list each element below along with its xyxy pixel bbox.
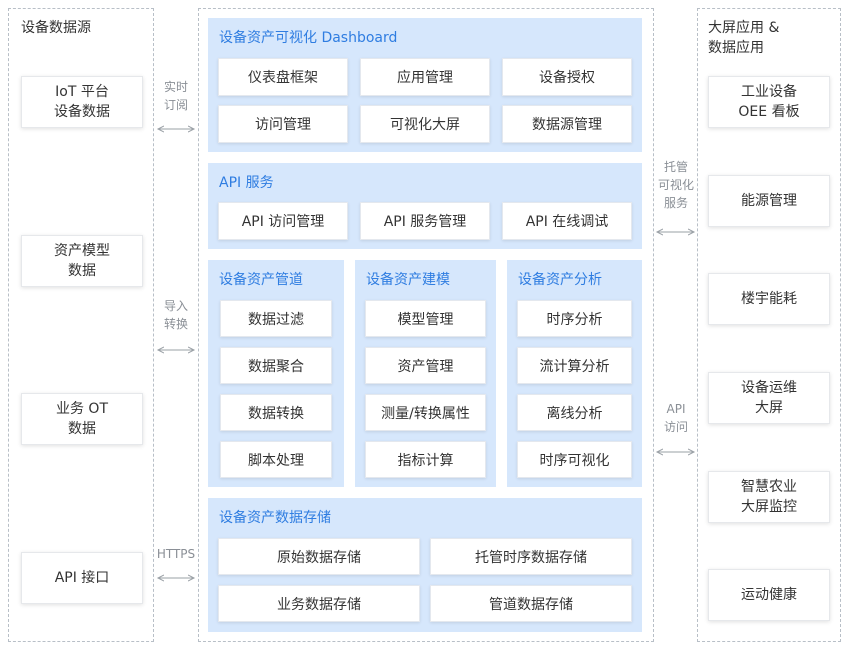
access-management-button[interactable]: 访问管理	[218, 105, 348, 143]
connector-label-subscribe: 实时 订阅	[163, 80, 188, 112]
raw-data-storage-button[interactable]: 原始数据存储	[218, 538, 420, 575]
data-filter-button[interactable]: 数据过滤	[220, 300, 332, 337]
dashboard-panel-title: 设备资产可视化 Dashboard	[219, 30, 398, 46]
model-management-button[interactable]: 模型管理	[365, 300, 486, 337]
dashboard-framework-button[interactable]: 仪表盘框架	[218, 58, 348, 96]
source-api-interface[interactable]: API 接口	[21, 552, 143, 604]
visual-screen-button[interactable]: 可视化大屏	[360, 105, 490, 143]
analysis-panel: 设备资产分析 时序分析 流计算分析 离线分析 时序可视化	[507, 260, 642, 487]
api-service-panel-title: API 服务	[219, 175, 274, 191]
api-service-panel: API 服务 API 访问管理 API 服务管理 API 在线调试	[208, 163, 642, 249]
source-iot-platform[interactable]: IoT 平台 设备数据	[21, 76, 143, 128]
connector-label-api-access: API 访问	[663, 402, 688, 434]
measure-transform-attr-button[interactable]: 测量/转换属性	[365, 394, 486, 431]
app-management-button[interactable]: 应用管理	[360, 58, 490, 96]
dashboard-panel: 设备资产可视化 Dashboard 仪表盘框架 应用管理 设备授权 访问管理 可…	[208, 18, 642, 152]
data-source-column	[8, 8, 154, 642]
app-sports-health[interactable]: 运动健康	[708, 569, 830, 621]
timeseries-visualization-button[interactable]: 时序可视化	[517, 441, 632, 478]
modeling-panel: 设备资产建模 模型管理 资产管理 测量/转换属性 指标计算	[355, 260, 496, 487]
analysis-panel-title: 设备资产分析	[518, 272, 602, 288]
pipeline-data-storage-button[interactable]: 管道数据存储	[430, 585, 632, 622]
source-business-ot[interactable]: 业务 OT 数据	[21, 393, 143, 445]
metric-calculation-button[interactable]: 指标计算	[365, 441, 486, 478]
connector-label-import: 导入 转换	[163, 299, 188, 331]
asset-management-button[interactable]: 资产管理	[365, 347, 486, 384]
storage-panel-title: 设备资产数据存储	[219, 510, 331, 526]
application-title: 大屏应用 & 数据应用	[708, 20, 780, 56]
datasource-management-button[interactable]: 数据源管理	[502, 105, 632, 143]
api-access-management-button[interactable]: API 访问管理	[218, 202, 348, 240]
app-smart-agriculture[interactable]: 智慧农业 大屏监控	[708, 471, 830, 523]
platform-column	[198, 8, 654, 642]
managed-timeseries-storage-button[interactable]: 托管时序数据存储	[430, 538, 632, 575]
device-authorization-button[interactable]: 设备授权	[502, 58, 632, 96]
script-processing-button[interactable]: 脚本处理	[220, 441, 332, 478]
modeling-panel-title: 设备资产建模	[366, 272, 450, 288]
data-source-title: 设备数据源	[21, 20, 91, 36]
application-column	[697, 8, 841, 642]
app-building-energy[interactable]: 楼宇能耗	[708, 273, 830, 325]
app-industrial-oee[interactable]: 工业设备 OEE 看板	[708, 76, 830, 128]
connector-label-https: HTTPS	[156, 547, 196, 561]
business-data-storage-button[interactable]: 业务数据存储	[218, 585, 420, 622]
storage-panel: 设备资产数据存储 原始数据存储 托管时序数据存储 业务数据存储 管道数据存储	[208, 498, 642, 632]
data-aggregate-button[interactable]: 数据聚合	[220, 347, 332, 384]
timeseries-analysis-button[interactable]: 时序分析	[517, 300, 632, 337]
app-device-ops-screen[interactable]: 设备运维 大屏	[708, 372, 830, 424]
data-transform-button[interactable]: 数据转换	[220, 394, 332, 431]
offline-analysis-button[interactable]: 离线分析	[517, 394, 632, 431]
stream-analysis-button[interactable]: 流计算分析	[517, 347, 632, 384]
pipeline-panel: 设备资产管道 数据过滤 数据聚合 数据转换 脚本处理	[208, 260, 344, 487]
connector-label-hosted: 托管 可视化 服务	[657, 160, 694, 210]
pipeline-panel-title: 设备资产管道	[219, 272, 303, 288]
api-online-debug-button[interactable]: API 在线调试	[502, 202, 632, 240]
app-energy-management[interactable]: 能源管理	[708, 175, 830, 227]
source-asset-model[interactable]: 资产模型 数据	[21, 235, 143, 287]
api-service-management-button[interactable]: API 服务管理	[360, 202, 490, 240]
